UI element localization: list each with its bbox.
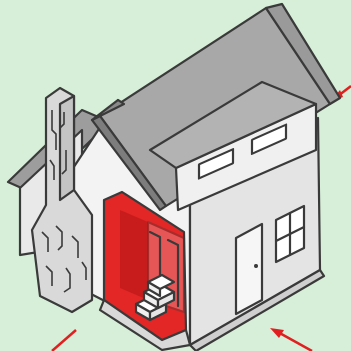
pointer-arrow-bottom-left-icon <box>52 330 76 351</box>
door-icon <box>236 224 262 314</box>
pointer-arrow-bottom-right-icon <box>270 328 312 351</box>
